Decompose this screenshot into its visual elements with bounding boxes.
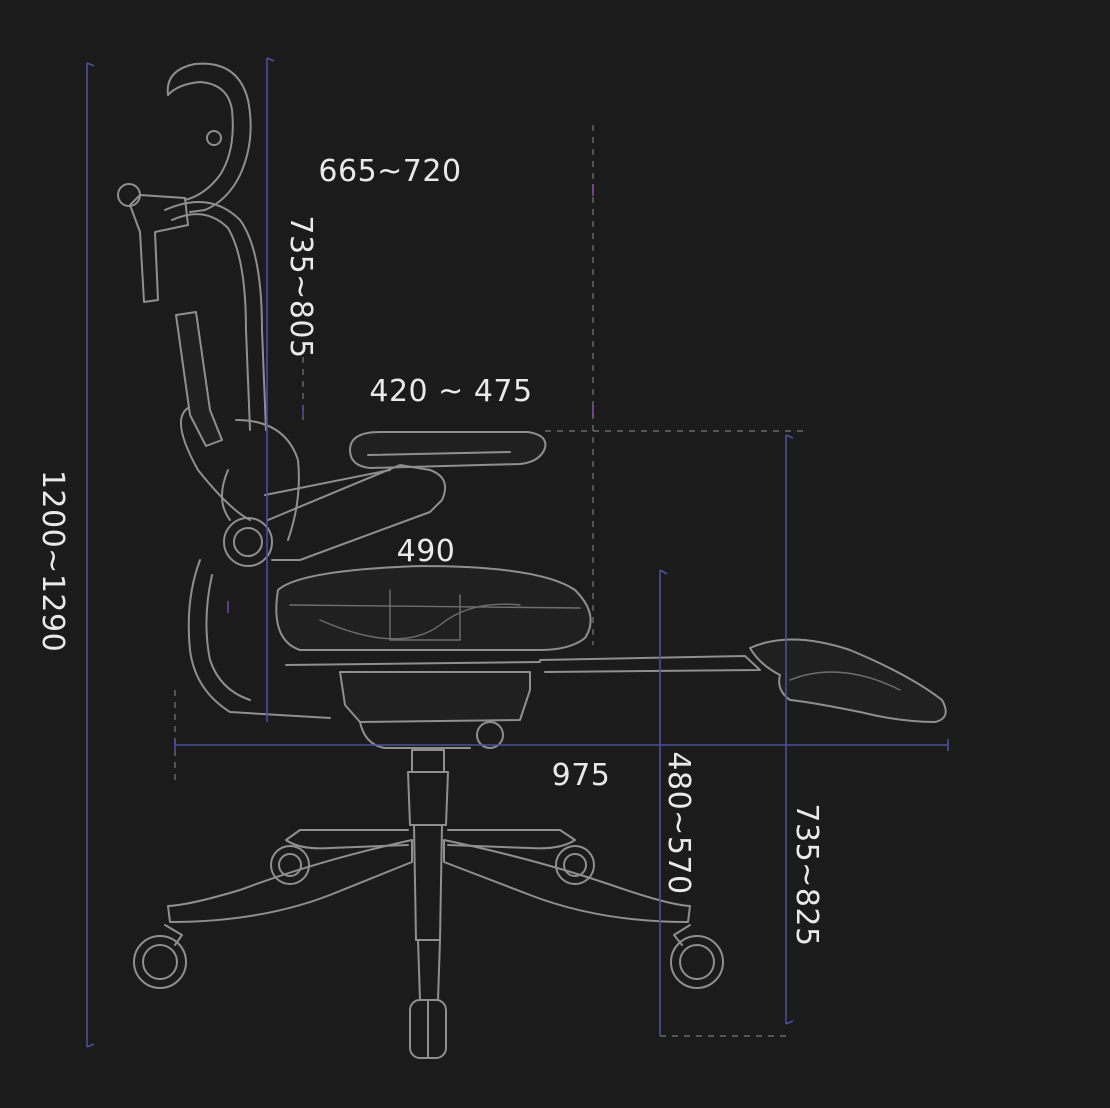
backrest-base — [187, 559, 331, 719]
gas-lift-cylinder — [407, 771, 449, 826]
label-seat-height: 480~570 — [661, 751, 696, 894]
headrest-bracket — [129, 194, 189, 303]
lumbar-bar — [175, 311, 223, 447]
seat-mechanism-housing — [339, 671, 531, 723]
caster-back-left-wheel-icon — [270, 845, 310, 885]
gas-lift-lower — [413, 824, 443, 941]
footrest-rail — [539, 655, 761, 673]
armrest-pad-line — [367, 451, 511, 456]
footrest-pad-line — [789, 671, 901, 691]
headrest-pivot-icon — [206, 130, 222, 146]
label-armrest-depth: 420 ~ 475 — [369, 374, 532, 409]
footrest-pad — [749, 638, 947, 723]
chair-illustration — [117, 62, 947, 1059]
dim-seat-depth-line — [227, 601, 593, 613]
seat-mechanism-2 — [389, 589, 461, 641]
dim-overall-length-line — [174, 739, 949, 751]
tilt-knob-icon — [476, 721, 504, 749]
base-leg-left — [167, 839, 413, 923]
label-armrest-height: 735~825 — [789, 803, 824, 946]
backrest-hinge — [221, 469, 231, 521]
armrest-arm — [267, 464, 446, 561]
caster-left — [133, 924, 187, 989]
armrest-arm-inner — [264, 469, 391, 496]
dimension-labels: 665~720 420 ~ 475 490 975 1200~1290 735~… — [35, 154, 824, 947]
headrest-inner — [167, 81, 234, 201]
label-seat-depth: 490 — [397, 534, 456, 569]
dimension-lines — [86, 57, 949, 1048]
base-leg-back-right — [447, 828, 576, 850]
backrest-rear — [164, 201, 267, 431]
recline-mechanism — [235, 419, 300, 541]
caster-right-wheel-icon — [670, 935, 724, 989]
label-backrest-height: 735~805 — [283, 215, 318, 358]
caster-right — [670, 924, 724, 989]
mechanism-bottom — [359, 721, 471, 749]
label-overall-height: 1200~1290 — [35, 470, 70, 652]
seat-rail — [285, 661, 541, 666]
dim-seat-height-line — [659, 569, 668, 1036]
backrest-front — [171, 213, 251, 431]
base-leg-front — [417, 939, 441, 1001]
headrest-knob-icon — [117, 183, 141, 207]
dim-headrest-depth-line — [118, 184, 594, 196]
dim-backrest-height-line — [266, 57, 275, 722]
caster-back-right-wheel-icon — [555, 845, 595, 885]
caster-back-right — [555, 845, 595, 885]
dim-armrest-height-line — [785, 434, 794, 1025]
recline-knob-icon — [223, 517, 273, 567]
seat-mechanism-1 — [319, 603, 521, 640]
label-overall-length: 975 — [552, 758, 611, 793]
base-leg-right — [443, 839, 691, 923]
caster-left-wheel-icon — [133, 935, 187, 989]
dim-armrest-depth-line — [302, 405, 594, 417]
caster-front — [409, 999, 447, 1059]
backrest-lower — [180, 407, 251, 521]
backrest-base-inner — [205, 574, 251, 701]
caster-back-left — [270, 845, 310, 885]
base-leg-back-left — [285, 828, 409, 850]
recline-knob-inner — [233, 527, 263, 557]
armrest-pad — [349, 431, 547, 469]
label-headrest-depth: 665~720 — [318, 154, 461, 189]
dim-overall-height-line — [86, 62, 95, 1048]
gas-lift-top — [411, 749, 445, 773]
seat-cushion — [275, 565, 592, 651]
